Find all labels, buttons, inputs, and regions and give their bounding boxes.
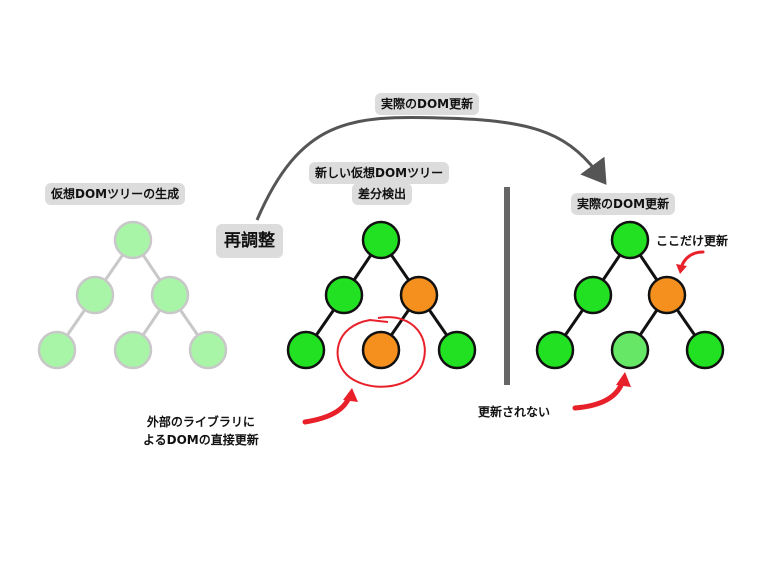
not-updated-node [610, 330, 650, 370]
tree-node [188, 330, 228, 370]
tree-node [610, 220, 650, 260]
tree-node [324, 275, 364, 315]
tree-node [37, 330, 77, 370]
not-updated-arrow [572, 377, 626, 411]
tree-node [113, 330, 153, 370]
not-updated-label: 更新されない [478, 405, 551, 419]
only-here-label: ここだけ更新 [656, 234, 729, 248]
reconcile-label: 再調整 [216, 224, 283, 258]
tree-node [150, 275, 190, 315]
arrowhead-icon [676, 264, 687, 274]
tree-node [573, 275, 613, 315]
generate-vdom-label: 仮想DOMツリーの生成 [45, 183, 186, 205]
tree-node [113, 220, 153, 260]
tree-node [437, 330, 477, 370]
arrowhead-icon [616, 372, 631, 387]
tree-node [75, 275, 115, 315]
external-update-line1: 外部のライブラリに [146, 415, 255, 429]
external-update-arrow [302, 392, 353, 425]
external-update-label: 外部のライブラリに よるDOMの直接更新 [143, 413, 259, 449]
external-update-line2: よるDOMの直接更新 [143, 433, 259, 447]
changed-node [361, 330, 401, 370]
diff-vdom-tree [286, 220, 477, 388]
new-vdom-label: 新しい仮想DOMツリー [309, 162, 450, 184]
new-vdom-label-line1: 新しい仮想DOMツリー [315, 166, 444, 180]
tree-node [685, 330, 725, 370]
highlight-circle [336, 316, 426, 388]
diff-detect-label: 差分検出 [352, 183, 413, 205]
actual-dom-tree [535, 220, 725, 370]
changed-node [399, 275, 439, 315]
tree-node [361, 220, 401, 260]
actual-dom-label: 実際のDOM更新 [571, 193, 676, 215]
arrowhead-icon [343, 388, 358, 402]
actual-update-arc-label: 実際のDOM更新 [375, 93, 480, 115]
updated-node [647, 275, 687, 315]
tree-node [286, 330, 326, 370]
update-arc-arrow [255, 115, 607, 221]
tree-node [535, 330, 575, 370]
generated-vdom-tree [37, 220, 228, 370]
